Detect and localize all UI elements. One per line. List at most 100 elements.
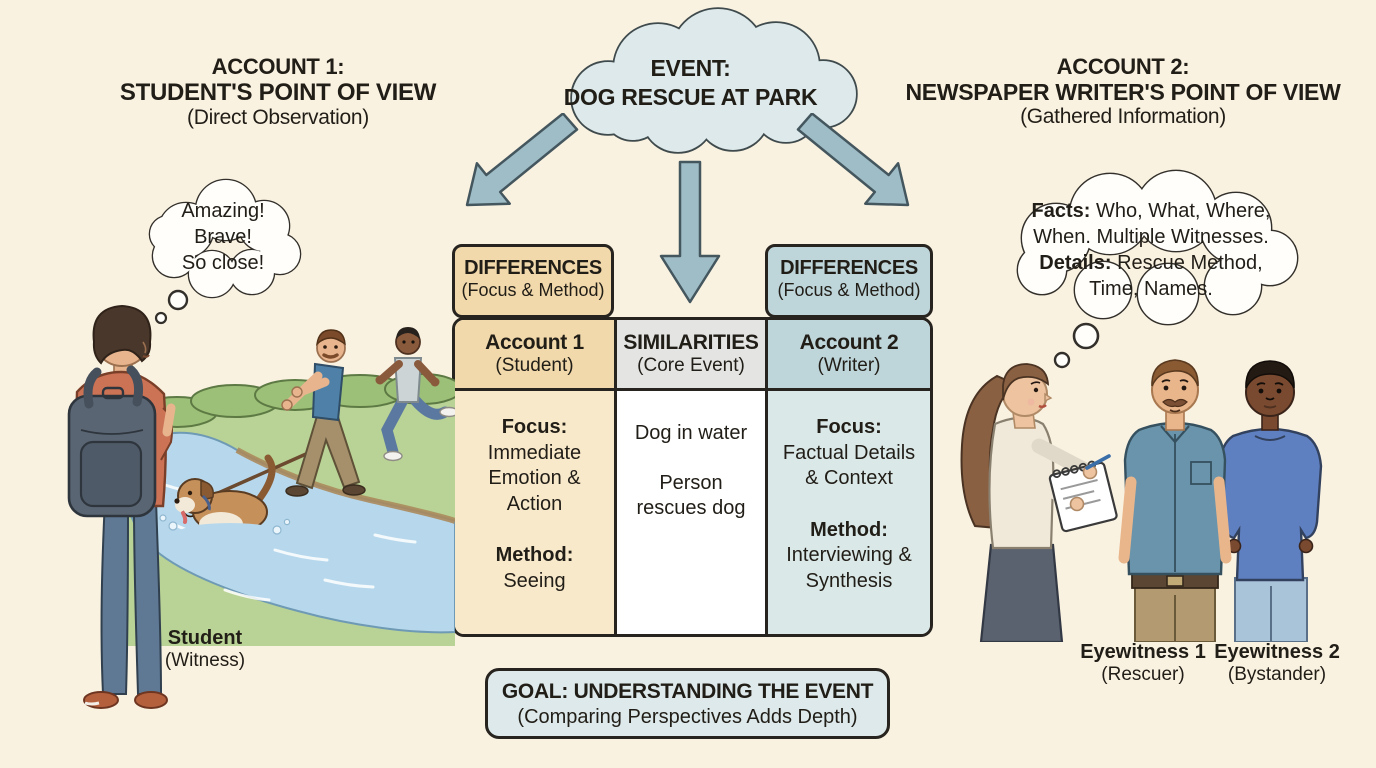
account1-column-body: Focus: Immediate Emotion & Action Method… (455, 391, 614, 634)
account1-subtitle: (Direct Observation) (187, 106, 369, 130)
thought-facts: Facts: Who, What, Where, When. Multiple … (1020, 198, 1282, 250)
runner-leg (381, 394, 409, 458)
water-over-dog (178, 523, 282, 543)
thought-details: Details: Rescue Method, Time, Names. (1020, 250, 1282, 302)
arrow-center-icon (659, 160, 721, 304)
dog-tongue (181, 511, 188, 524)
method-label: Method: (810, 518, 888, 541)
account2-subtitle: (Gathered Information) (1020, 105, 1226, 129)
student-figure (67, 304, 176, 709)
focus-text: Factual Details & Context (782, 441, 916, 490)
method-block: Method: Seeing (463, 543, 606, 594)
account2-column-body: Focus: Factual Details & Context Method:… (768, 391, 930, 634)
pen (1085, 454, 1111, 470)
event-line1: EVENT: (650, 55, 731, 81)
shirt-pocket (1190, 461, 1212, 485)
account2-title-line2: NEWSPAPER WRITER'S POINT OF VIEW (905, 79, 1341, 106)
similarities-column-header: SIMILARITIES (Core Event) (616, 320, 766, 391)
runner-shirt (393, 357, 423, 403)
student-smile (142, 354, 150, 358)
goal-line1: GOAL: UNDERSTANDING THE EVENT (501, 680, 874, 703)
account1-title-line1: ACCOUNT 1: (211, 54, 345, 79)
reporter-hair-back (960, 374, 1017, 530)
interview-scene-illustration (960, 359, 1323, 642)
thought-bubble-icon (1016, 169, 1299, 369)
student-thought-bubble: Amazing! Brave! So close! (138, 168, 306, 326)
facts-label: Facts: (1031, 200, 1091, 222)
differences-subtitle: (Focus & Method) (461, 280, 605, 300)
backpack-zipper (80, 429, 144, 435)
caption-line2: (Witness) (164, 650, 246, 671)
bystander-hair (1245, 360, 1295, 389)
table-column-account1: Account 1 (Student) Focus: Immediate Emo… (455, 320, 614, 634)
student-hair (92, 304, 152, 365)
column-header-subtitle: (Core Event) (637, 355, 745, 377)
thought-line2: Brave! (194, 226, 252, 248)
reporter-arm (1031, 438, 1093, 478)
column-header-title: Account 1 (485, 331, 584, 354)
table-column-similarities: SIMILARITIES (Core Event) Dog in water P… (613, 320, 769, 634)
student-jeans (100, 498, 130, 695)
comparison-table: Account 1 (Student) Focus: Immediate Emo… (452, 317, 933, 637)
differences-title: DIFFERENCES (464, 257, 602, 279)
rescuer-hair (316, 329, 346, 346)
table-column-account2: Account 2 (Writer) Focus: Factual Detail… (768, 320, 930, 634)
rescuer-hair (1151, 359, 1199, 387)
focus-label: Focus: (816, 416, 882, 438)
notepad (1048, 460, 1118, 533)
goal-line2: (Comparing Perspectives Adds Depth) (517, 706, 858, 729)
focus-block: Focus: Factual Details & Context (776, 415, 922, 492)
method-text: Seeing (503, 569, 566, 592)
backpack-strap (126, 365, 143, 407)
caption-line1: Eyewitness 1 (1080, 641, 1206, 663)
column-header-subtitle: (Student) (495, 355, 574, 377)
thought-line1: Amazing! (181, 200, 265, 222)
reporter-blush (1027, 398, 1035, 406)
eyewitness2-figure (1217, 360, 1323, 642)
event-cloud: EVENT: DOG RESCUE AT PARK (518, 6, 863, 156)
similarity-item-1: Dog in water (634, 422, 748, 444)
details-text: Rescue Method, Time, Names. (1089, 252, 1263, 300)
arrow-right-icon (796, 113, 910, 207)
runner-arm (378, 360, 403, 383)
reporter-mouth (1038, 404, 1047, 408)
backpack-strap (83, 367, 102, 409)
backpack-pocket (79, 440, 143, 508)
event-line2: DOG RESCUE AT PARK (563, 83, 818, 110)
caption-line1: Student (167, 627, 243, 649)
differences-title: DIFFERENCES (780, 257, 918, 279)
account1-title-line2: STUDENT'S POINT OF VIEW (119, 79, 437, 107)
differences-badge-left: DIFFERENCES (Focus & Method) (452, 244, 614, 318)
account2-title: ACCOUNT 2: NEWSPAPER WRITER'S POINT OF V… (898, 54, 1348, 129)
bystander-sweater (1217, 427, 1323, 582)
focus-text: Immediate Emotion & Action (487, 441, 582, 515)
rescuer-mustache (322, 353, 339, 359)
eyewitness1-caption: Eyewitness 1 (Rescuer) (1063, 640, 1223, 687)
rescuer-pants (295, 412, 361, 490)
caption-line1: Eyewitness 2 (1214, 641, 1340, 663)
account1-title: ACCOUNT 1: STUDENT'S POINT OF VIEW (Dire… (88, 54, 468, 130)
account1-column-header: Account 1 (Student) (455, 320, 614, 391)
bystander-hand (1298, 538, 1314, 554)
backpack-handle (101, 386, 125, 400)
differences-badge-right: DIFFERENCES (Focus & Method) (765, 244, 933, 318)
column-header-title: Account 2 (799, 331, 899, 354)
rescuer (281, 329, 366, 497)
method-block: Method: Interviewing & Synthesis (776, 518, 922, 595)
student-forearm (162, 403, 176, 437)
runner (375, 327, 455, 462)
dog (159, 454, 291, 543)
account2-title-line1: ACCOUNT 2: (1056, 54, 1190, 79)
thought-bubble-icon (148, 178, 302, 325)
reporter-nose (1044, 392, 1053, 403)
runner-arm (414, 360, 437, 384)
column-header-subtitle: (Writer) (817, 355, 881, 377)
column-header-title: SIMILARITIES (623, 331, 759, 354)
writer-thought-bubble: Facts: Who, What, Where, When. Multiple … (998, 166, 1303, 371)
goal-box: GOAL: UNDERSTANDING THE EVENT (Comparing… (485, 668, 890, 739)
student-caption: Student (Witness) (130, 626, 280, 673)
differences-subtitle: (Focus & Method) (777, 280, 921, 300)
eyewitness2-caption: Eyewitness 2 (Bystander) (1197, 640, 1357, 687)
dog-collar (201, 494, 211, 511)
